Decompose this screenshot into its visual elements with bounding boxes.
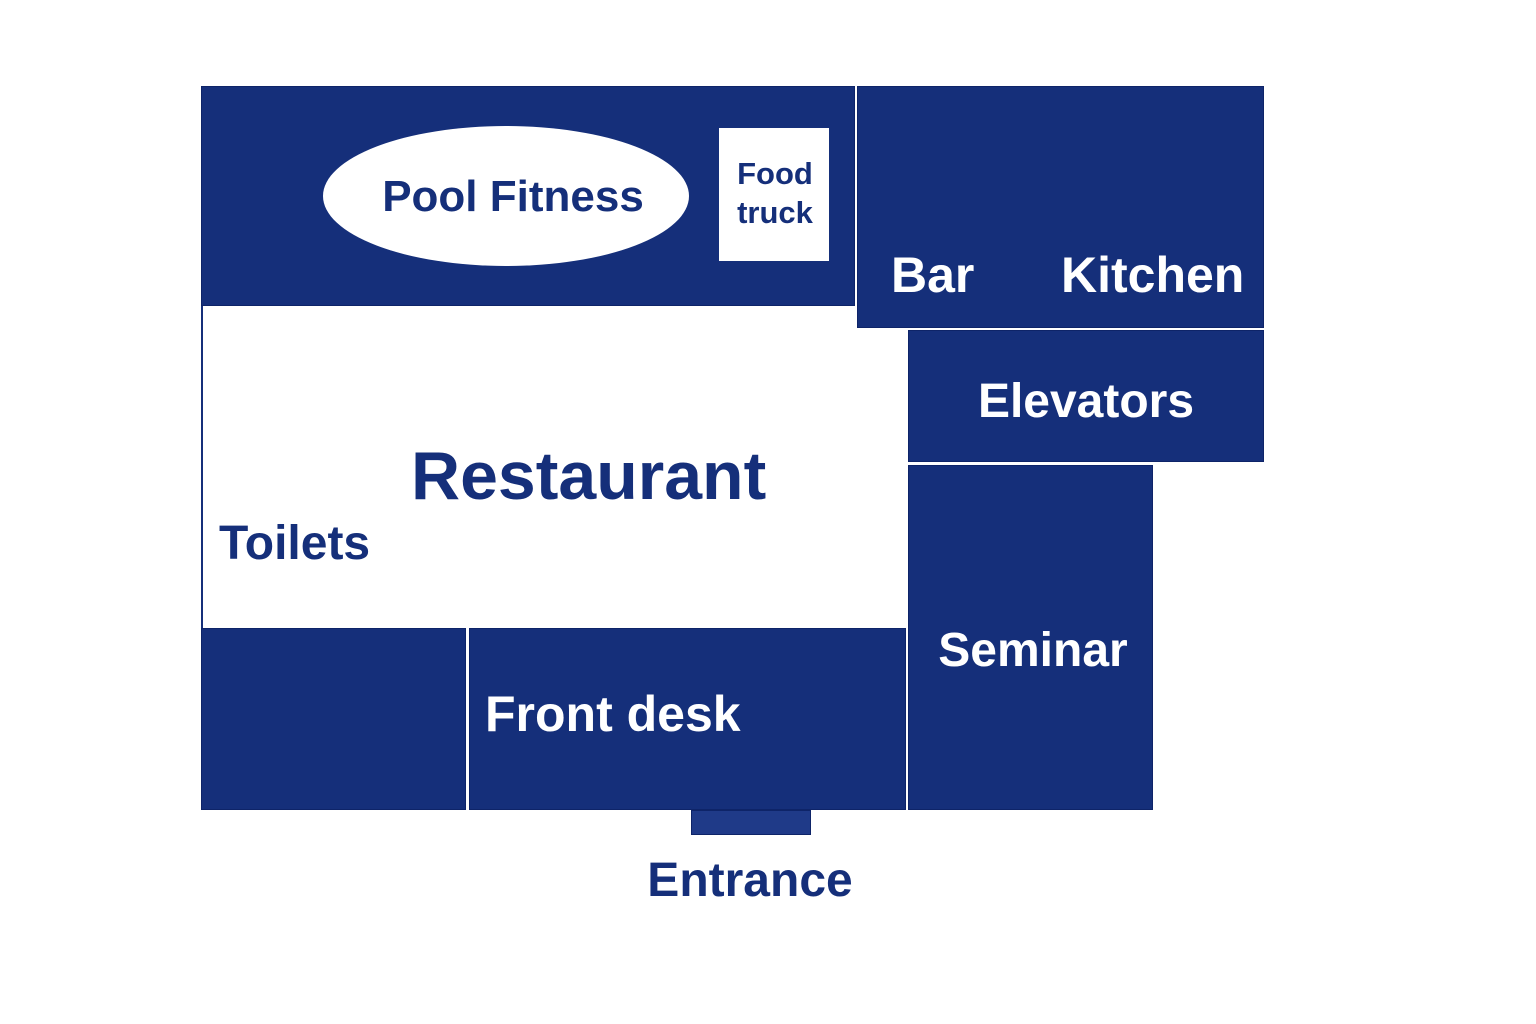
restaurant-area	[201, 306, 907, 628]
food-truck-box	[719, 128, 829, 261]
seminar-block	[908, 465, 1153, 810]
front-desk-label: Front desk	[485, 686, 741, 742]
entrance-label: Entrance	[647, 854, 853, 907]
food-truck-label-line2: truck	[737, 195, 813, 230]
kitchen-label: Kitchen	[1061, 247, 1245, 303]
bar-kitchen-block	[857, 86, 1264, 328]
elevators-label: Elevators	[977, 375, 1195, 428]
pool-fitness-ellipse	[323, 126, 689, 266]
restaurant-label: Restaurant	[411, 438, 767, 514]
front-desk-block	[469, 628, 906, 810]
elevators-block	[908, 330, 1264, 462]
pool-fitness-label: Pool Fitness	[382, 172, 644, 221]
bar-label: Bar	[891, 247, 975, 303]
entrance-doorway	[691, 810, 811, 835]
seminar-label: Seminar	[938, 624, 1128, 677]
toilets-block	[201, 628, 466, 810]
food-truck-label-line1: Food	[737, 156, 813, 191]
toilets-label: Toilets	[219, 517, 371, 570]
